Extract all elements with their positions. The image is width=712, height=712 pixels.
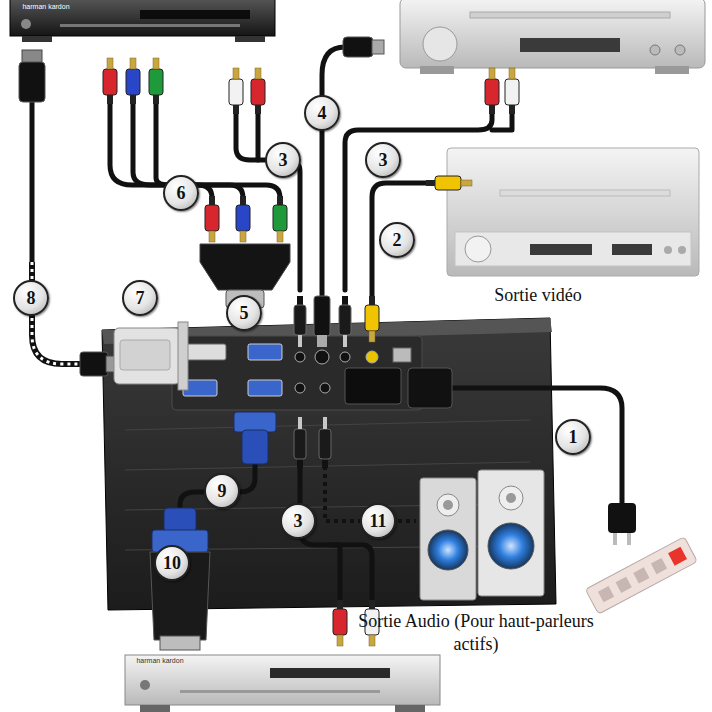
callout-number: 2 — [379, 222, 415, 258]
callout-text: 3 — [379, 151, 388, 169]
brand-name: harman kardon — [6, 3, 86, 12]
callout-number: 6 — [163, 175, 199, 211]
callout-text: 1 — [569, 428, 578, 446]
callout-text: 3 — [279, 151, 288, 169]
callout-number: 8 — [13, 280, 49, 316]
callout-text: 2 — [393, 231, 402, 249]
callout-text: 6 — [177, 184, 186, 202]
output-caption: Sortie Audio (Pour haut-parleurs actifs) — [350, 610, 602, 655]
callout-text: 8 — [27, 289, 36, 307]
callout-text: 9 — [218, 482, 227, 500]
callout-number: 3 — [280, 503, 316, 539]
callout-text: 7 — [136, 289, 145, 307]
brand-name: harman kardon — [120, 657, 200, 666]
callout-text: 4 — [318, 104, 327, 122]
callout-text: 11 — [369, 512, 386, 530]
callout-number: 10 — [154, 545, 190, 581]
callout-number: 3 — [265, 142, 301, 178]
callout-number: 5 — [226, 295, 262, 331]
callout-number: 11 — [360, 503, 396, 539]
callout-text: 5 — [240, 304, 249, 322]
output-caption: Sortie vidéo — [438, 284, 638, 307]
callout-number: 4 — [304, 95, 340, 131]
callout-number: 1 — [555, 419, 591, 455]
callout-text: 3 — [294, 512, 303, 530]
callout-number: 7 — [122, 280, 158, 316]
callout-number: 3 — [365, 142, 401, 178]
callout-number: 9 — [204, 473, 240, 509]
callout-text: 10 — [163, 554, 181, 572]
